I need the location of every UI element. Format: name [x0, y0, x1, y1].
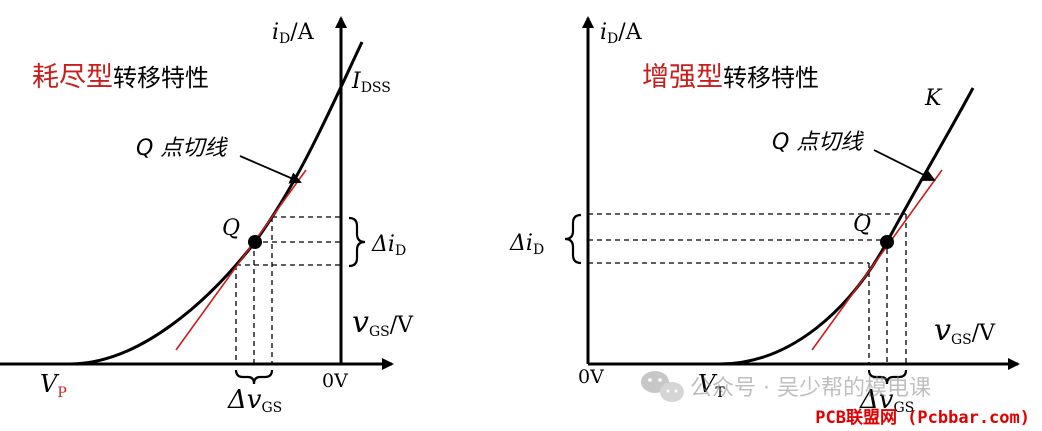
right-dashed-guides	[588, 213, 907, 364]
right-vt-label: VT	[698, 370, 725, 401]
left-q-label: Q	[222, 216, 240, 241]
left-vp-sub: P	[57, 385, 66, 401]
right-tangent-label: Q 点切线	[772, 130, 864, 155]
right-origin-label: 0V	[578, 366, 604, 388]
right-tangent-pointer	[873, 149, 936, 181]
left-q-point	[248, 235, 262, 249]
right-title-rest: 转移特性	[723, 64, 819, 92]
enhancement-panel: 增强型转移特性 iD/A K Q 点切线 Q ΔiD vGS/V 0V VT Δ…	[509, 16, 1020, 416]
left-delta-v-d: Δv	[227, 385, 262, 415]
right-tangent-line	[811, 169, 943, 351]
watermark-text: 公众号 · 吴少帮的模电课	[690, 376, 931, 401]
right-vt-sub: T	[715, 385, 725, 401]
left-title-rest: 转移特性	[113, 64, 209, 92]
left-dashed-guides	[235, 216, 341, 364]
left-idss-i: I	[351, 69, 362, 94]
footer-source: PCB联盟网 (Pcbbar.com)	[815, 408, 1030, 428]
left-delta-i-label: ΔiD	[371, 232, 406, 259]
right-x-axis-sub: GS	[951, 332, 972, 348]
right-title: 增强型转移特性	[642, 62, 819, 93]
right-x-axis-unit: /V	[972, 321, 996, 346]
right-delta-i-d: Δi	[509, 231, 533, 256]
right-transfer-curve	[700, 87, 975, 366]
right-y-axis-i: i	[600, 20, 607, 45]
right-x-axis-v: v	[934, 313, 951, 348]
right-delta-i-sub: D	[533, 242, 544, 258]
right-delta-v-brace	[867, 369, 908, 385]
left-vp-v: V	[40, 370, 60, 398]
watermark: 公众号 · 吴少帮的模电课	[641, 371, 931, 402]
left-x-axis-unit: /V	[390, 313, 414, 338]
left-y-axis-unit: /A	[290, 20, 314, 45]
right-delta-i-label: ΔiD	[509, 231, 544, 258]
right-y-axis-label: iD/A	[600, 20, 643, 47]
right-x-axis-label: vGS/V	[934, 313, 996, 348]
left-tangent-label: Q 点切线	[136, 136, 228, 161]
left-x-axis-sub: GS	[369, 324, 390, 340]
left-title-type: 耗尽型	[32, 62, 113, 93]
left-delta-v-label: ΔvGS	[227, 385, 282, 416]
left-delta-v-brace	[234, 369, 274, 385]
left-tangent-line	[175, 169, 307, 351]
right-vt-v: V	[698, 370, 718, 398]
left-origin-label: 0V	[322, 370, 348, 392]
left-delta-i-sub: D	[395, 243, 406, 259]
left-delta-i-brace	[348, 216, 366, 268]
right-k-label: K	[924, 86, 943, 111]
right-y-axis-unit: /A	[618, 20, 642, 45]
left-y-axis-sub: D	[279, 31, 290, 47]
right-delta-v-sub: GS	[893, 400, 914, 416]
right-q-label: Q	[853, 212, 871, 237]
right-delta-v-d: Δv	[859, 385, 894, 415]
right-delta-v-label: ΔvGS	[859, 385, 914, 416]
depletion-panel: 耗尽型转移特性 iD/A IDSS Q 点切线 Q ΔiD vGS/V 0V V…	[0, 16, 414, 416]
wechat-icon	[641, 371, 684, 402]
left-tangent-pointer	[239, 155, 302, 184]
left-delta-v-sub: GS	[261, 400, 282, 416]
right-y-axis-sub: D	[607, 31, 618, 47]
right-delta-i-brace	[564, 213, 582, 265]
left-y-axis-i: i	[272, 20, 279, 45]
right-q-point	[880, 235, 894, 249]
left-x-axis-label: vGS/V	[352, 305, 414, 340]
left-title: 耗尽型转移特性	[32, 62, 209, 93]
left-delta-i-d: Δi	[371, 232, 395, 257]
left-x-axis-v: v	[352, 305, 369, 340]
left-vp-label: VP	[40, 370, 67, 401]
left-idss-label: IDSS	[351, 69, 391, 96]
right-title-type: 增强型	[642, 62, 723, 93]
left-y-axis-label: iD/A	[272, 20, 315, 47]
left-idss-sub: DSS	[361, 80, 391, 96]
